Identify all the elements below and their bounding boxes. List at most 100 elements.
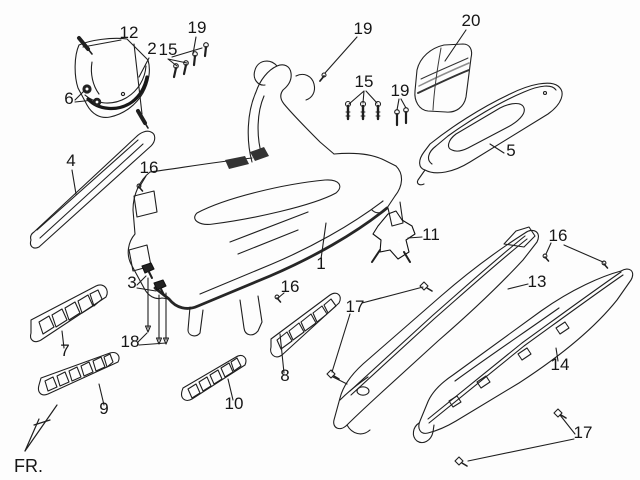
strip-stripe bbox=[198, 376, 212, 392]
callout-labels: 12 2 15 19 19 20 6 4 16 15 19 5 11 16 1 … bbox=[14, 11, 592, 476]
strip-stripe bbox=[92, 356, 106, 372]
arrowhead bbox=[155, 337, 163, 345]
tread-stripe bbox=[276, 331, 293, 350]
pin-tip bbox=[144, 122, 149, 129]
screws-16 bbox=[136, 183, 609, 303]
left-bracket-box bbox=[133, 190, 158, 218]
panel-5-cutout bbox=[447, 102, 525, 152]
tread-stripe bbox=[38, 315, 55, 335]
fastener-group-topleft bbox=[172, 42, 209, 79]
leader-16-center bbox=[277, 292, 285, 299]
strip-stripe bbox=[56, 371, 70, 387]
part-20-inner-panel bbox=[414, 43, 473, 113]
callout-7: 7 bbox=[60, 341, 69, 360]
leader-7 bbox=[61, 330, 65, 349]
panel-14-edge-highlight bbox=[427, 271, 622, 420]
rivet-icon bbox=[553, 408, 567, 419]
leader-18 bbox=[137, 332, 167, 346]
rear-tab bbox=[387, 201, 404, 227]
cover-screw-dot bbox=[120, 91, 126, 97]
strip-stripe bbox=[80, 361, 94, 377]
part-6-grommets bbox=[82, 84, 102, 107]
tread-stripe bbox=[51, 308, 68, 328]
leader-lines bbox=[61, 29, 604, 462]
tread-stripe bbox=[288, 322, 305, 341]
grommet-hole bbox=[95, 100, 99, 104]
callout-17-center: 17 bbox=[346, 297, 365, 316]
bottom-foot bbox=[187, 306, 204, 337]
leader-1 bbox=[320, 222, 327, 260]
leader-20 bbox=[444, 29, 467, 62]
part-13-side-panel bbox=[333, 226, 539, 435]
tread-stripe bbox=[300, 313, 317, 332]
pin-icon bbox=[77, 36, 90, 51]
leader-12 bbox=[82, 39, 143, 115]
strip-outline bbox=[37, 352, 120, 396]
callout-12: 12 bbox=[120, 23, 139, 42]
panel-5-outline bbox=[419, 82, 563, 174]
leader-11 bbox=[407, 236, 423, 239]
callout-20: 20 bbox=[462, 11, 481, 30]
callout-14: 14 bbox=[551, 355, 570, 374]
bolt-icon bbox=[344, 100, 352, 121]
callout-4: 4 bbox=[66, 151, 75, 170]
bracket-highlight bbox=[397, 240, 401, 244]
bolt-icon bbox=[374, 100, 382, 121]
part-3-clips bbox=[141, 262, 170, 345]
part-1-main-floor-assembly bbox=[127, 60, 404, 337]
callout-1: 1 bbox=[316, 254, 325, 273]
deck-bottom-sill bbox=[153, 206, 389, 310]
deck-detail-line bbox=[237, 229, 299, 255]
callout-19-topright: 19 bbox=[354, 19, 373, 38]
bolt-icon bbox=[203, 42, 209, 58]
trim-inner-line bbox=[39, 143, 144, 239]
part-14-side-panel bbox=[412, 268, 634, 444]
bracket-leg bbox=[403, 251, 411, 263]
tower-hook bbox=[253, 60, 278, 86]
tread-stripe bbox=[77, 294, 94, 314]
leader-16-right bbox=[545, 242, 604, 263]
panel-14-contour bbox=[454, 307, 560, 382]
leader-13 bbox=[507, 283, 529, 290]
panel-13-hole bbox=[356, 386, 370, 396]
part-12-pins bbox=[77, 36, 149, 129]
leader-3 bbox=[136, 275, 157, 292]
callout-15-topleft: 15 bbox=[159, 40, 178, 59]
rivet-icon bbox=[419, 281, 433, 292]
grommet-hole bbox=[85, 87, 89, 91]
bolt-icon bbox=[403, 107, 409, 125]
leader-19-topright bbox=[324, 36, 358, 74]
panel-14-edge-band bbox=[428, 274, 624, 424]
tower-fin bbox=[295, 73, 316, 101]
arrowhead bbox=[162, 337, 170, 345]
callout-6: 6 bbox=[64, 89, 73, 108]
panel-5-inner-line bbox=[427, 85, 557, 165]
deck-detail-line bbox=[229, 211, 309, 243]
panel-20-streak bbox=[420, 57, 469, 80]
panel-13-flare bbox=[346, 424, 371, 435]
rivet-icon bbox=[326, 369, 340, 380]
callout-13: 13 bbox=[528, 272, 547, 291]
leader-6 bbox=[74, 89, 95, 103]
cover-edge-band bbox=[86, 75, 149, 110]
panel-14-tab bbox=[448, 395, 462, 408]
leader-16-left bbox=[139, 175, 147, 187]
panel-5-mount-dot bbox=[542, 90, 548, 96]
callout-16-right: 16 bbox=[549, 226, 568, 245]
bolt-icon bbox=[394, 109, 400, 127]
panel-20-streak bbox=[418, 62, 470, 87]
callout-18: 18 bbox=[121, 332, 140, 351]
panel-14-tab bbox=[555, 321, 570, 335]
strip-stripe bbox=[187, 383, 201, 399]
callout-16-center: 16 bbox=[281, 277, 300, 296]
callout-5: 5 bbox=[506, 141, 515, 160]
rivets-17 bbox=[326, 281, 567, 467]
panel-13-contour bbox=[339, 376, 369, 401]
part-10-strip bbox=[181, 355, 247, 401]
leader-17-bottomright bbox=[467, 414, 576, 462]
leader-9 bbox=[98, 383, 105, 406]
leader-19-topleft bbox=[192, 36, 197, 55]
clip-icon bbox=[141, 262, 155, 274]
strip-stripe bbox=[68, 366, 82, 382]
callout-15-center: 15 bbox=[355, 72, 374, 91]
